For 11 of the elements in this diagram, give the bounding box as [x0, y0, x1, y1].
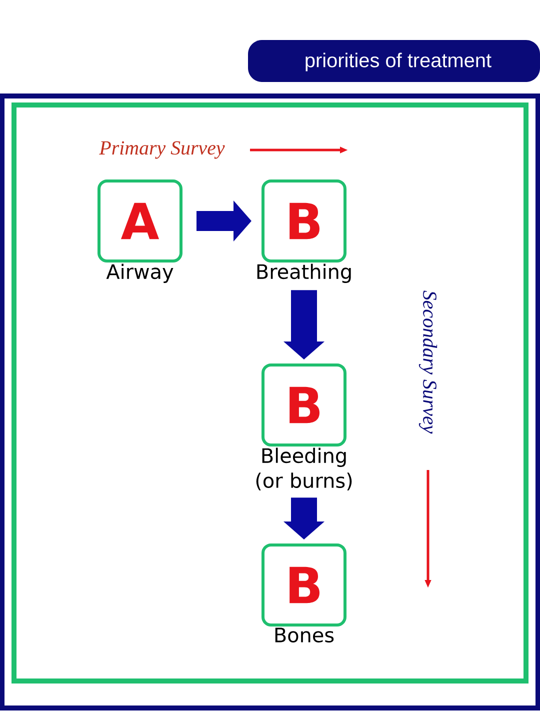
letter-box: B — [262, 364, 346, 446]
letter-box: B — [262, 544, 346, 626]
title-tab: priorities of treatment — [248, 40, 540, 82]
node-label: Bones — [275, 628, 334, 642]
survey-label: Primary Survey — [99, 141, 225, 159]
survey-label: Secondary Survey — [418, 290, 438, 434]
node-label: Bleeding (or burns) — [256, 448, 352, 490]
node-label: Airway — [106, 264, 174, 283]
letter-box: B — [262, 180, 346, 262]
letter-box: A — [98, 180, 182, 262]
node-label: Breathing — [257, 264, 351, 283]
